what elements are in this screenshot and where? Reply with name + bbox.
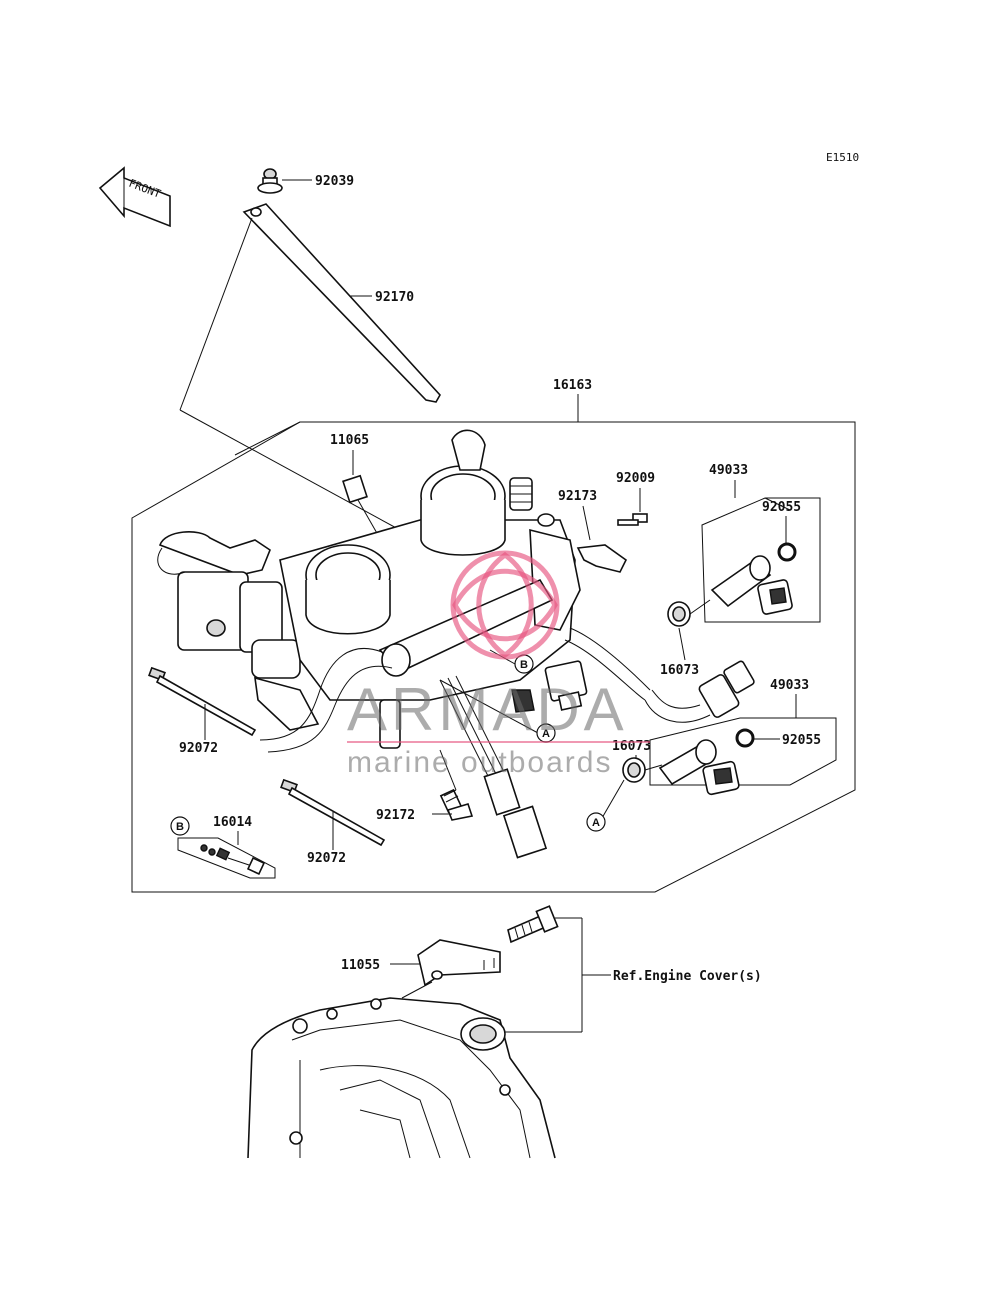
callout-b-left: B	[170, 816, 190, 836]
part-label-11055: 11055	[341, 958, 380, 973]
diagram-code: E1510	[826, 151, 859, 164]
svg-text:B: B	[520, 659, 528, 671]
part-label-16014: 16014	[213, 815, 252, 830]
bolt-icon	[507, 905, 559, 944]
part-label-92173: 92173	[558, 489, 597, 504]
watermark-logo-icon	[450, 550, 560, 660]
injector-49033-b-icon	[658, 739, 740, 796]
cap-11065-icon	[342, 474, 368, 504]
svg-text:A: A	[542, 728, 550, 740]
watermark: ARMADA marine outboards	[347, 550, 650, 779]
grommet-92039-icon	[257, 168, 283, 194]
part-label-92170: 92170	[375, 290, 414, 305]
injector-49033-a-icon	[710, 555, 793, 615]
part-label-92072-a: 92072	[179, 741, 218, 756]
callout-a-right: A	[586, 779, 625, 832]
screw-92172-icon	[439, 788, 474, 821]
part-label-49033-a: 49033	[709, 463, 748, 478]
o-ring-92055-a-icon	[777, 542, 797, 562]
part-label-92055-b: 92055	[782, 733, 821, 748]
watermark-brand: ARMADA	[347, 676, 628, 743]
cable-tie-92072-b-icon	[280, 778, 386, 847]
bracket-11055-icon	[417, 939, 501, 987]
seal-16073-a-icon	[667, 601, 691, 627]
svg-text:B: B	[176, 821, 184, 833]
injector-box-a	[701, 497, 821, 623]
svg-text:A: A	[592, 817, 600, 829]
o-ring-92055-b-icon	[735, 728, 755, 748]
screw-92009-icon	[617, 513, 648, 526]
throttle-body-icon	[157, 429, 755, 859]
injector-box-b	[649, 717, 837, 786]
clamp-92173-icon	[576, 544, 628, 573]
part-label-11065: 11065	[330, 433, 369, 448]
jet-16014-icon	[200, 844, 266, 876]
part-label-16073-a: 16073	[660, 663, 699, 678]
part-label-49033-b: 49033	[770, 678, 809, 693]
part-label-92009: 92009	[616, 471, 655, 486]
callout-b-top: B	[489, 649, 534, 674]
part-label-92039: 92039	[315, 174, 354, 189]
cable-tie-92072-a-icon	[148, 666, 257, 737]
part-label-16163: 16163	[553, 378, 592, 393]
assembly-outline	[131, 421, 856, 893]
engine-cover-icon	[247, 997, 556, 1159]
part-label-92172: 92172	[376, 808, 415, 823]
reference-engine-cover: Ref.Engine Cover(s)	[613, 969, 762, 984]
watermark-tagline: marine outboards	[347, 746, 612, 779]
part-label-92072-b: 92072	[307, 851, 346, 866]
front-arrow-icon: FRONT	[98, 166, 171, 228]
strap-92170-icon	[242, 203, 441, 403]
part-label-92055-a: 92055	[762, 500, 801, 515]
seal-16073-b-icon	[622, 757, 646, 783]
